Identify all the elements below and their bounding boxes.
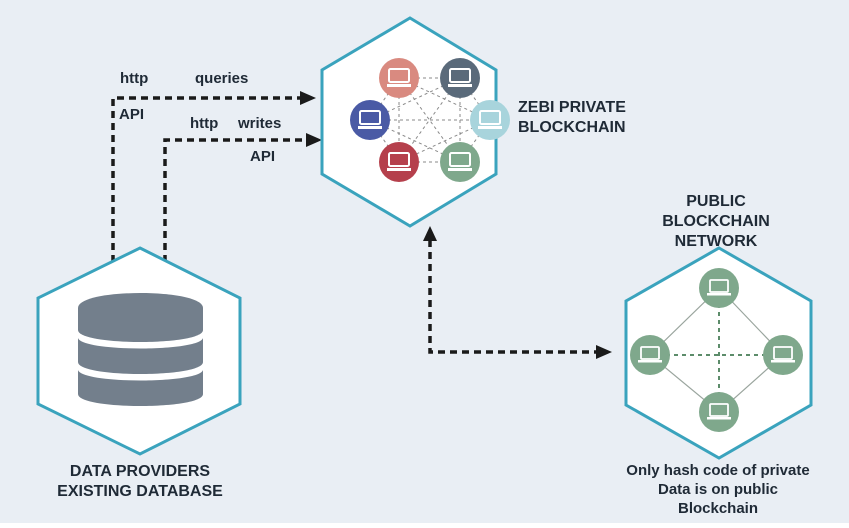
monitor-base [448, 168, 472, 171]
monitor-base [448, 84, 472, 87]
private-node-circle [440, 58, 480, 98]
mesh-link [369, 77, 461, 121]
private-node [379, 58, 419, 98]
public-node-circle [699, 392, 739, 432]
private-chain-title-line2: BLOCKCHAIN [518, 119, 626, 136]
laptop-icon [771, 346, 795, 363]
writes-arrowhead [306, 133, 322, 147]
laptop-base [707, 293, 731, 296]
queries-label: queries [195, 70, 249, 87]
writes-connector [163, 138, 306, 262]
queries-arrowhead [300, 91, 316, 105]
mesh-link [369, 119, 461, 163]
laptop-base [707, 417, 731, 420]
public-note-line1: Only hash code of private [626, 462, 810, 479]
public-node [699, 392, 739, 432]
connectors [111, 96, 596, 354]
writes-label: writes [238, 115, 282, 132]
monitor-base [478, 126, 502, 129]
laptop-icon [638, 346, 662, 363]
laptop-icon [707, 403, 731, 420]
private-node-circle [379, 58, 419, 98]
private-node [440, 58, 480, 98]
laptop-screen [709, 403, 729, 417]
mesh-link [398, 119, 491, 163]
private-node [350, 100, 390, 140]
private-node-circle [470, 100, 510, 140]
private-node-circle [379, 142, 419, 182]
public-node-circle [630, 335, 670, 375]
private-node-circle [440, 142, 480, 182]
laptop-screen [640, 346, 660, 360]
database-top [78, 293, 203, 342]
api-label-top: API [119, 106, 145, 123]
public-node-circle [699, 268, 739, 308]
private-nodes [350, 58, 510, 182]
laptop-screen [709, 279, 729, 293]
laptop-base [771, 360, 795, 363]
laptop-base [638, 360, 662, 363]
computer-icon [358, 110, 382, 129]
monitor-screen [449, 152, 471, 167]
database-layer-1 [78, 338, 203, 374]
public-note-line2: Data is on public [657, 481, 779, 498]
public-node [763, 335, 803, 375]
private-chain-arrowhead [423, 226, 437, 241]
private-node [379, 142, 419, 182]
public-node-circle [763, 335, 803, 375]
computer-icon [448, 152, 472, 171]
monitor-screen [359, 110, 381, 125]
monitor-screen [388, 68, 410, 83]
arrowheads [300, 91, 612, 359]
laptop-screen [773, 346, 793, 360]
monitor-screen [479, 110, 501, 125]
computer-icon [387, 152, 411, 171]
api-label-bottom: API [250, 148, 276, 165]
private-node [470, 100, 510, 140]
database-icon [78, 293, 203, 406]
laptop-icon [707, 279, 731, 296]
public-node [699, 268, 739, 308]
public-chain-arrowhead [596, 345, 612, 359]
monitor-base [358, 126, 382, 129]
public-network-title-line2: BLOCKCHAIN [662, 213, 770, 230]
http-label-bottom: http [190, 115, 219, 132]
computer-icon [478, 110, 502, 129]
database-layer-2 [78, 370, 203, 406]
monitor-screen [449, 68, 471, 83]
private-node [440, 142, 480, 182]
monitor-screen [388, 152, 410, 167]
monitor-base [387, 168, 411, 171]
public-node [630, 335, 670, 375]
database-caption-line1: DATA PROVIDERS [69, 463, 211, 480]
private-node-circle [350, 100, 390, 140]
computer-icon [387, 68, 411, 87]
monitor-base [387, 84, 411, 87]
public-nodes [630, 268, 803, 432]
public-network-title-line3: NETWORK [674, 233, 758, 250]
computer-icon [448, 68, 472, 87]
http-label-top: http [120, 70, 149, 87]
private-chain-title-line1: ZEBI PRIVATE [518, 99, 626, 116]
public-note-line3: Blockchain [677, 500, 759, 517]
public-network-title-line1: PUBLIC [686, 193, 746, 210]
queries-connector [111, 96, 300, 262]
sync-connector [428, 240, 596, 354]
database-caption-line2: EXISTING DATABASE [57, 483, 223, 500]
